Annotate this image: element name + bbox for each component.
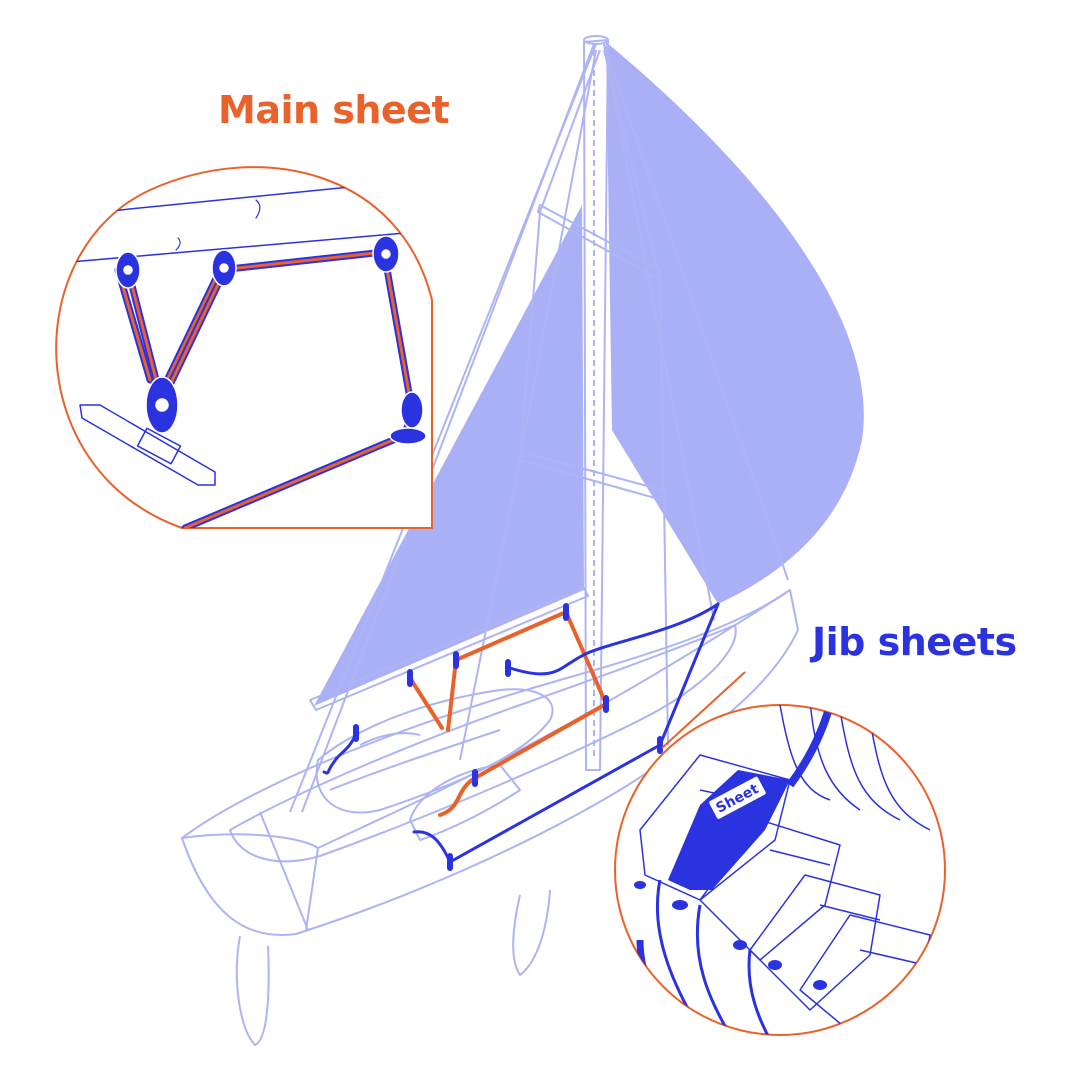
headsail — [606, 42, 864, 604]
shroud-b — [539, 49, 601, 213]
spreader-upper — [537, 204, 661, 281]
cockpit — [409, 764, 521, 841]
jib-sheets-title: Jib sheets — [812, 620, 1017, 664]
jib-sheets-callout-border — [614, 704, 946, 1036]
clutch-handles — [634, 881, 827, 990]
hull-and-rig-outline — [181, 35, 799, 1046]
block-5-icon — [400, 391, 424, 429]
keel — [235, 935, 270, 1046]
boom — [309, 587, 589, 711]
rudder — [512, 889, 551, 976]
cabin-top — [315, 688, 554, 814]
jib-sheets-detail: Sheet — [614, 671, 946, 1036]
deck — [229, 624, 737, 863]
shroud-a — [519, 49, 597, 461]
main-sheet-title: Main sheet — [218, 88, 450, 132]
shroud-c — [603, 49, 661, 281]
sheerline — [181, 589, 791, 849]
pulley-blocks — [115, 235, 427, 445]
cam-cleat-base — [389, 427, 427, 445]
highlighted-clutch — [668, 770, 790, 890]
main-sheet-callout-border — [55, 166, 433, 529]
active-sheet — [786, 705, 834, 788]
hull — [181, 589, 799, 936]
main-sheet-detail — [55, 166, 433, 529]
detail-boom-top — [99, 186, 351, 213]
backstay — [603, 43, 789, 581]
jib-sheet-lines — [322, 602, 720, 871]
mast — [583, 39, 609, 771]
traveller-bar — [79, 404, 216, 486]
mainsheet-lines — [407, 603, 609, 817]
